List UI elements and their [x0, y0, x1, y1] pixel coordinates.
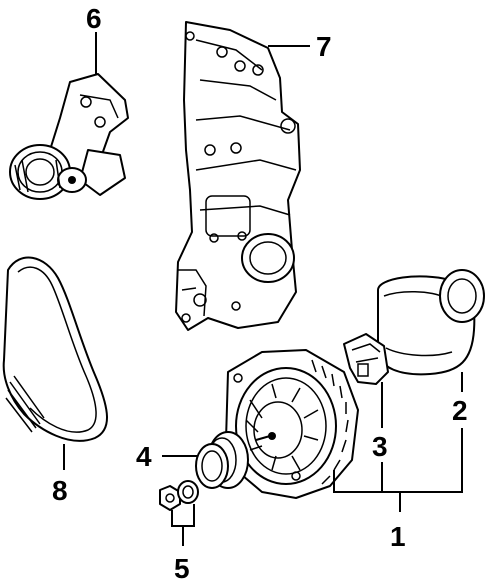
callout-6: 6	[86, 3, 102, 34]
belt-tensioner	[9, 73, 129, 200]
callout-5: 5	[174, 553, 190, 584]
alternator-cover	[377, 269, 485, 376]
callout-3: 3	[372, 431, 388, 462]
callout-8: 8	[52, 475, 68, 506]
voltage-regulator	[343, 333, 389, 385]
leader-lines	[63, 32, 463, 546]
pulley-nut-and-washer	[159, 480, 199, 511]
callout-4: 4	[136, 441, 152, 472]
alternator-pulley	[195, 431, 249, 489]
alternator	[225, 349, 359, 499]
callout-1: 1	[390, 521, 406, 552]
mounting-bracket	[175, 21, 301, 331]
callout-2: 2	[452, 395, 468, 426]
drive-belt	[2, 256, 108, 442]
callout-7: 7	[316, 31, 332, 62]
